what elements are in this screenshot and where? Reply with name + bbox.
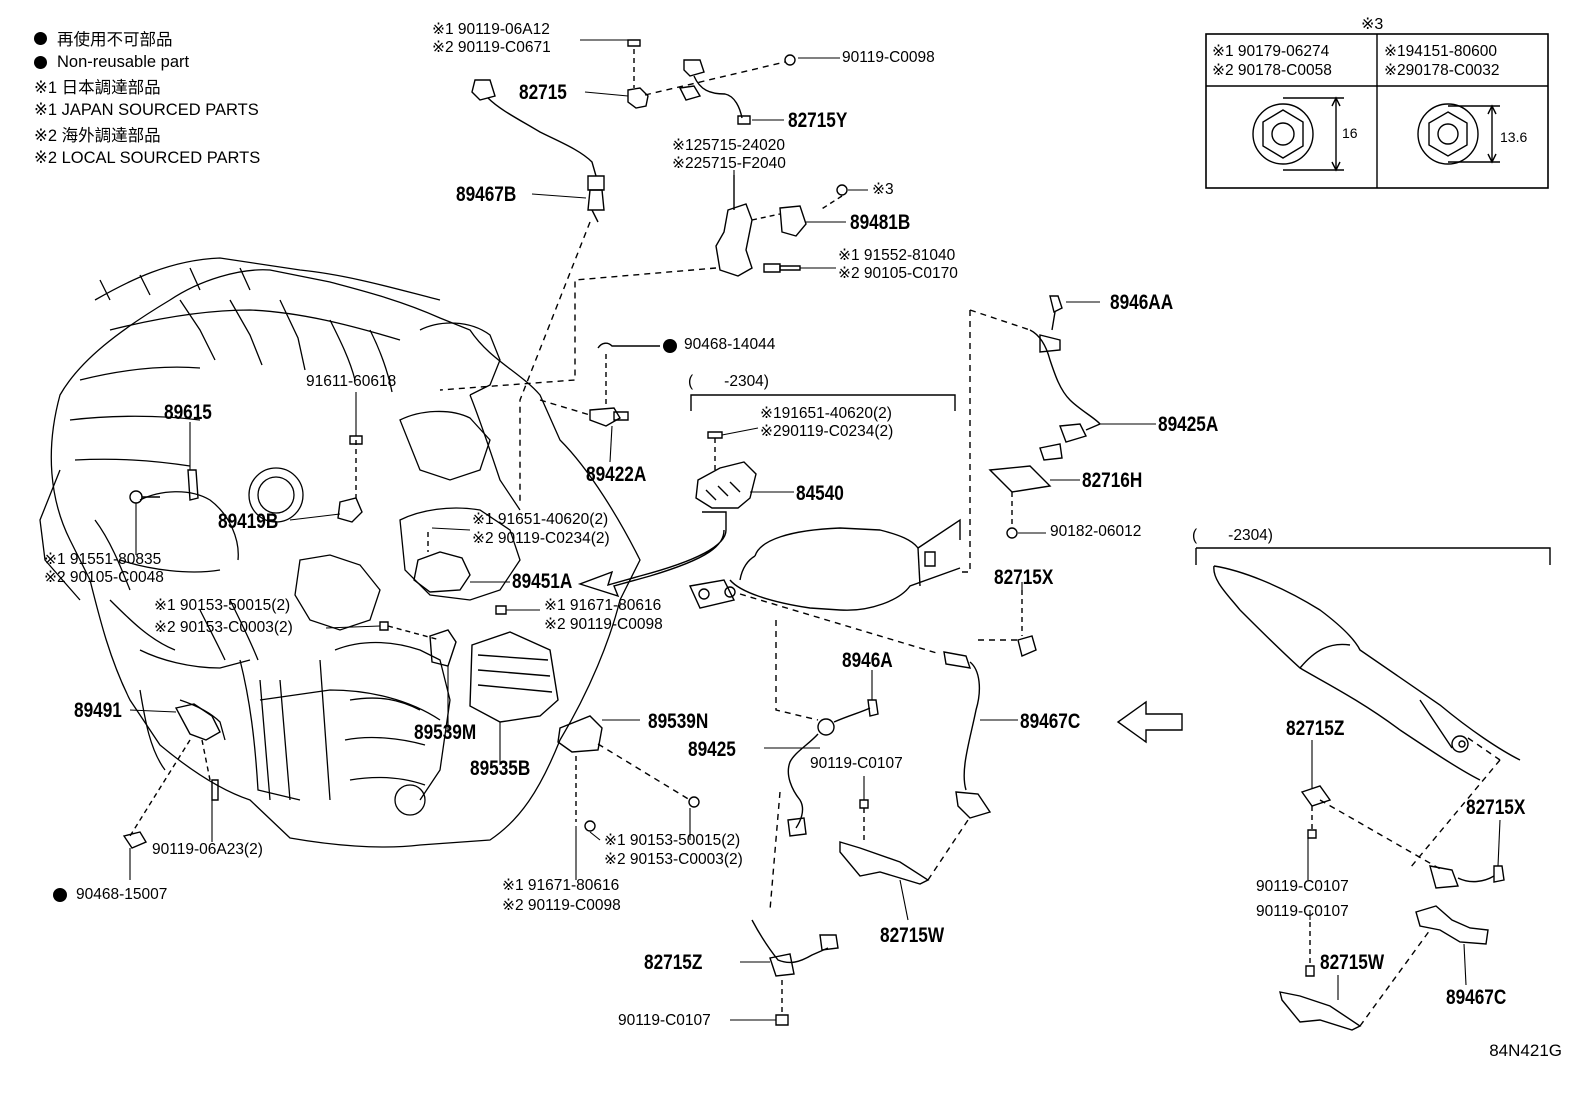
- legend-text: 再使用不可部品: [57, 31, 173, 49]
- label-90119-06A23: 90119-06A23(2): [152, 841, 263, 858]
- legend-local-jp: ※2 海外調達部品: [34, 122, 260, 146]
- label-91552-81040: ※1 91552-81040: [838, 247, 956, 264]
- label-84540: 84540: [796, 482, 844, 505]
- label-90468-15007: 90468-15007: [76, 886, 168, 903]
- label-89491: 89491: [74, 699, 122, 722]
- label-82715Z-b: 82715Z: [1286, 717, 1345, 740]
- legend-japan-en: ※1 JAPAN SOURCED PARTS: [34, 98, 260, 122]
- label-82715Y: 82715Y: [788, 109, 848, 132]
- engine-assembly-drawing: [39, 257, 641, 848]
- sensor-84540-group: [577, 394, 956, 598]
- label-90119-C0107-a: 90119-C0107: [810, 755, 903, 772]
- non-reusable-dot: [34, 31, 47, 45]
- diagram-code: 84N421G: [1489, 1041, 1562, 1060]
- label-90119-C0107-d: 90119-C0107: [618, 1012, 711, 1029]
- inset-left-dimension: 16: [1342, 125, 1358, 141]
- right-variant-drawing: [1195, 547, 1551, 1031]
- label-90153-50015-a: ※1 90153-50015(2): [154, 597, 291, 614]
- label-90119-C0107-c: 90119-C0107: [1256, 903, 1349, 920]
- label-90119-C0234-a: ※290119-C0234(2): [760, 423, 894, 440]
- label-82716H: 82716H: [1082, 469, 1143, 492]
- label-8946AA: 8946AA: [1110, 291, 1174, 314]
- inset-right-dimension: 13.6: [1500, 129, 1528, 145]
- inset-left-line1: ※1 90179-06274: [1212, 43, 1330, 60]
- label-91671-80616-b: ※1 91671-80616: [502, 877, 620, 894]
- label-25715-F2040: ※225715-F2040: [672, 155, 786, 172]
- legend-text: Non-reusable part: [57, 52, 190, 71]
- sensor-89425-group: [751, 620, 879, 1026]
- legend-text: ※2 海外調達部品: [34, 127, 161, 145]
- label-90153-C0003-b: ※2 90153-C0003(2): [604, 851, 743, 868]
- legend-japan-jp: ※1 日本調達部品: [34, 74, 260, 98]
- label-90119-C0671: ※2 90119-C0671: [432, 39, 551, 56]
- label-90153-50015-b: ※1 90153-50015(2): [604, 832, 741, 849]
- label-90105-C0170: ※2 90105-C0170: [838, 265, 958, 282]
- label-89481B: 89481B: [850, 211, 911, 234]
- legend-nonreusable-en: Non-reusable part: [34, 50, 260, 74]
- lower-center-sensors: [122, 435, 700, 849]
- label-82715X-a: 82715X: [994, 566, 1054, 589]
- label-89539N: 89539N: [648, 710, 709, 733]
- label-90105-C0048: ※2 90105-C0048: [44, 569, 164, 586]
- label-91611-60618: 91611-60618: [306, 373, 397, 390]
- sensor-89422A-group: [539, 342, 660, 427]
- label-91551-80835: ※1 91551-80835: [44, 551, 162, 568]
- label-91651-40620-a: ※191651-40620(2): [760, 405, 892, 422]
- label-82715Z-a: 82715Z: [644, 951, 703, 974]
- label-89615: 89615: [164, 401, 212, 424]
- inset-title: ※3: [1361, 16, 1384, 33]
- label-90153-C0003-a: ※2 90153-C0003(2): [154, 619, 293, 636]
- label-91651-40620-b: ※1 91651-40620(2): [472, 511, 609, 528]
- label-90119-06A12: ※1 90119-06A12: [432, 21, 550, 38]
- label-90119-C0098-top: 90119-C0098: [842, 49, 935, 66]
- label-82715W-a: 82715W: [880, 924, 945, 947]
- legend-text: ※2 LOCAL SOURCED PARTS: [34, 149, 261, 167]
- label-89467C-a: 89467C: [1020, 710, 1081, 733]
- sensor-89425A-group: [960, 295, 1101, 573]
- legend-text: ※1 日本調達部品: [34, 79, 161, 97]
- leader-lines: [129, 39, 1501, 1021]
- nut-inset-box: [1205, 33, 1549, 189]
- label-82715W-b: 82715W: [1320, 951, 1385, 974]
- legend-local-en: ※2 LOCAL SOURCED PARTS: [34, 146, 260, 170]
- non-reusable-dot: [34, 55, 47, 69]
- inset-right-line2: ※290178-C0032: [1384, 62, 1500, 79]
- label-91671-80616-a: ※1 91671-80616: [544, 597, 662, 614]
- legend-text: ※1 JAPAN SOURCED PARTS: [34, 101, 259, 119]
- label-89419B: 89419B: [218, 510, 279, 533]
- label-89425: 89425: [688, 738, 736, 761]
- exhaust-pipe-drawing: [688, 518, 961, 611]
- inset-right-line1: ※194151-80600: [1384, 43, 1497, 60]
- label-89425A: 89425A: [1158, 413, 1219, 436]
- label-range-2: ( -2304): [1192, 527, 1273, 544]
- label-90119-C0107-b: 90119-C0107: [1256, 878, 1349, 895]
- non-reusable-dot: [53, 888, 67, 902]
- legend: 再使用不可部品 Non-reusable part ※1 日本調達部品 ※1 J…: [34, 26, 260, 170]
- label-89535B: 89535B: [470, 757, 531, 780]
- legend-nonreusable-jp: 再使用不可部品: [34, 26, 260, 50]
- label-82715: 82715: [519, 81, 567, 104]
- sensor-89467C-group: [739, 590, 1183, 885]
- label-90119-C0098-a: ※2 90119-C0098: [544, 616, 663, 633]
- non-reusable-dot: [663, 339, 677, 353]
- label-90182-06012: 90182-06012: [1050, 523, 1142, 540]
- label-89422A: 89422A: [586, 463, 647, 486]
- label-25715-24020: ※125715-24020: [672, 137, 785, 154]
- label-89467C-b: 89467C: [1446, 986, 1507, 1009]
- label-89539M: 89539M: [414, 721, 477, 744]
- label-x3: ※3: [872, 181, 894, 198]
- label-89467B: 89467B: [456, 183, 517, 206]
- label-82715X-b: 82715X: [1466, 796, 1526, 819]
- label-89451A: 89451A: [512, 570, 573, 593]
- upper-harness-group: [439, 39, 848, 505]
- label-90119-C0098-b: ※2 90119-C0098: [502, 897, 621, 914]
- label-90119-C0234-b: ※2 90119-C0234(2): [472, 530, 610, 547]
- label-8946A: 8946A: [842, 649, 893, 672]
- label-90468-14044: 90468-14044: [684, 336, 776, 353]
- label-range-1: ( -2304): [688, 373, 769, 390]
- inset-left-line2: ※2 90178-C0058: [1212, 62, 1332, 79]
